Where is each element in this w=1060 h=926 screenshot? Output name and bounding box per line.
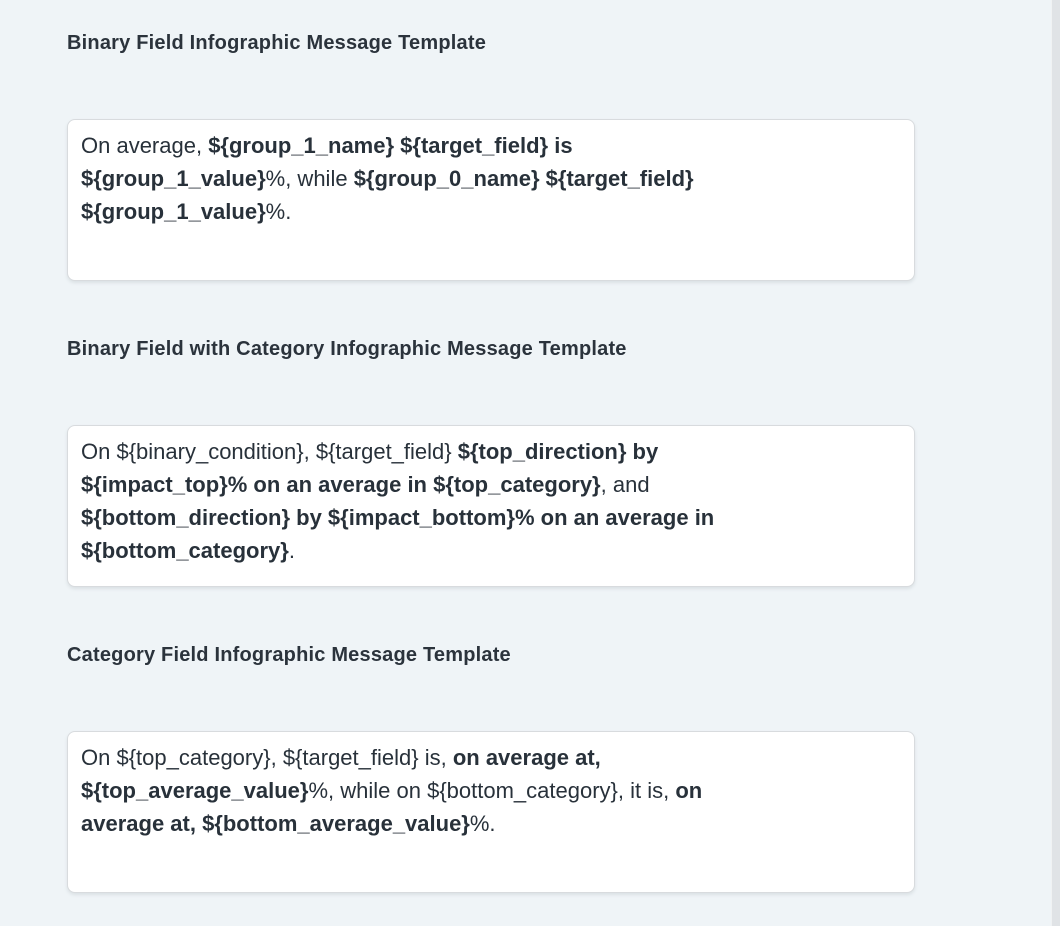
sections-container: Binary Field Infographic Message Templat… [67,33,1060,893]
infographic-template-settings-page: Binary Field Infographic Message Templat… [67,0,1060,926]
template-text-line: ${group_1_value}%. [81,199,292,224]
template-text-line: ${bottom_category}. [81,538,295,563]
template-text-line: On ${binary_condition}, ${target_field} … [81,439,659,464]
template-section: Category Field Infographic Message Templ… [67,645,1060,893]
section-heading: Binary Field Infographic Message Templat… [67,32,487,54]
template-text-line: ${top_average_value}%, while on ${bottom… [81,778,703,803]
template-section: Binary Field with Category Infographic M… [67,339,1060,587]
template-text-line: ${group_1_value}%, while ${group_0_name}… [81,166,694,191]
template-text-line: On average, ${group_1_name} ${target_fie… [81,133,573,158]
template-text-line: On ${top_category}, ${target_field} is, … [81,745,601,770]
template-textarea[interactable]: On ${binary_condition}, ${target_field} … [67,425,915,587]
section-heading: Binary Field with Category Infographic M… [67,338,627,360]
template-textarea[interactable]: On ${top_category}, ${target_field} is, … [67,731,915,893]
template-text-line: ${impact_top}% on an average in ${top_ca… [81,472,650,497]
template-section: Binary Field Infographic Message Templat… [67,33,1060,281]
scrollbar-track[interactable] [1051,0,1060,926]
template-text-line: average at, ${bottom_average_value}%. [81,811,496,836]
template-text-line: ${bottom_direction} by ${impact_bottom}%… [81,505,715,530]
template-textarea[interactable]: On average, ${group_1_name} ${target_fie… [67,119,915,281]
section-heading: Category Field Infographic Message Templ… [67,644,511,666]
